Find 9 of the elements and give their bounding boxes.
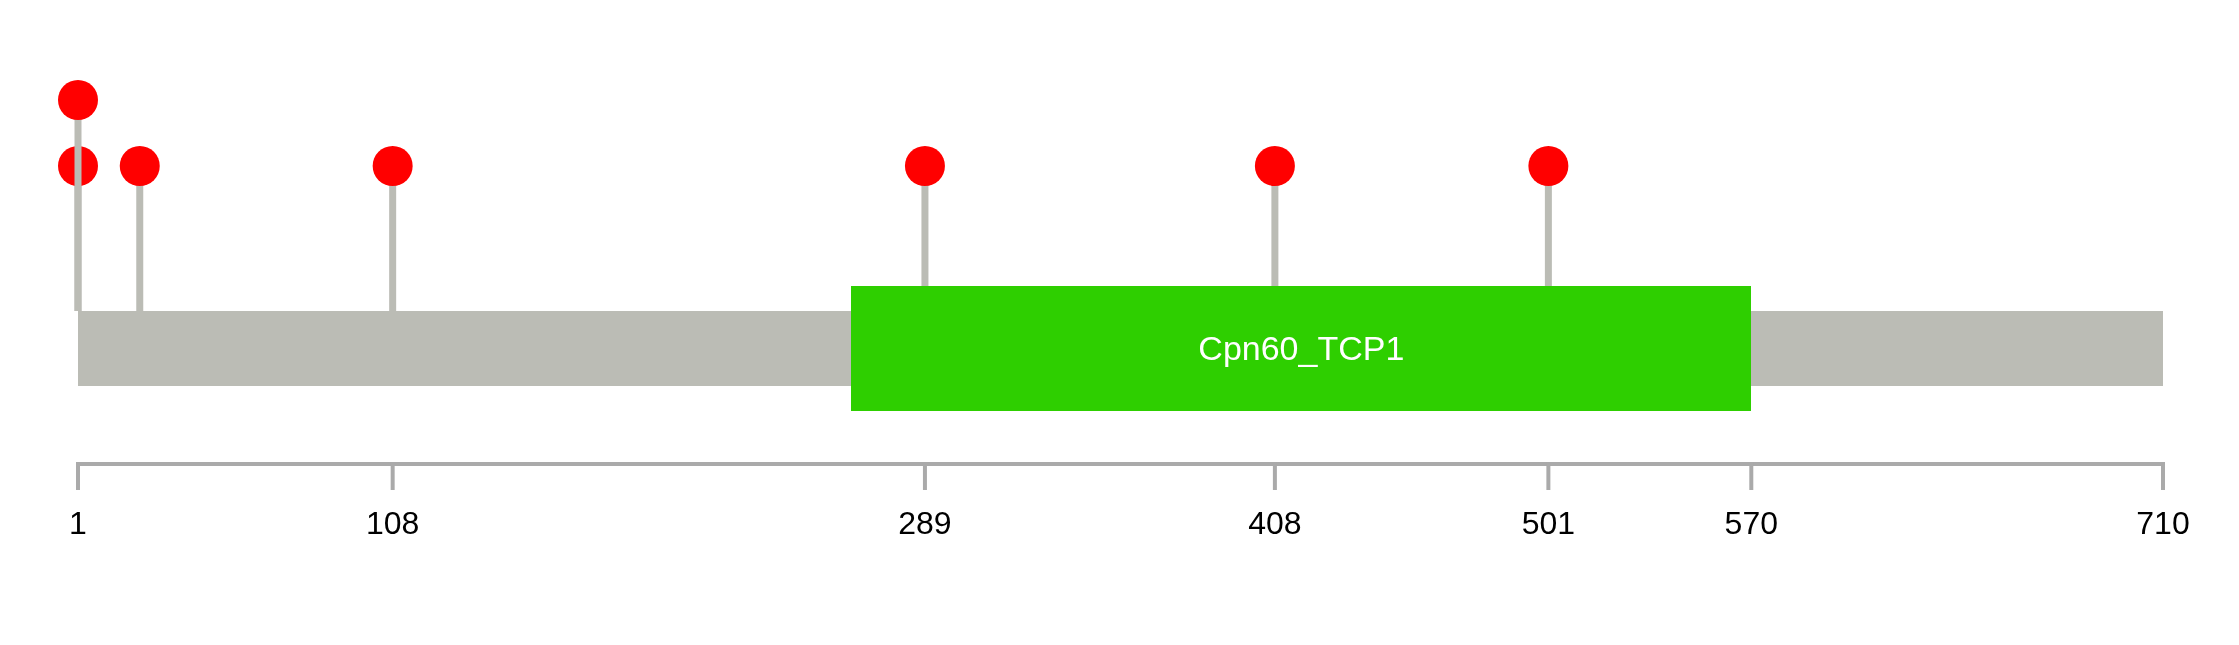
tick-label: 289 bbox=[898, 505, 952, 542]
tick-label: 408 bbox=[1248, 505, 1302, 542]
tick-label: 501 bbox=[1521, 505, 1576, 542]
tick-label: 710 bbox=[2136, 505, 2190, 542]
domain-label: Cpn60_TCP1 bbox=[1198, 329, 1405, 368]
domain-box bbox=[851, 286, 1752, 411]
tick-label: 108 bbox=[365, 505, 420, 542]
tick-label: 570 bbox=[1724, 505, 1778, 542]
tick-label: 1 bbox=[69, 505, 87, 542]
